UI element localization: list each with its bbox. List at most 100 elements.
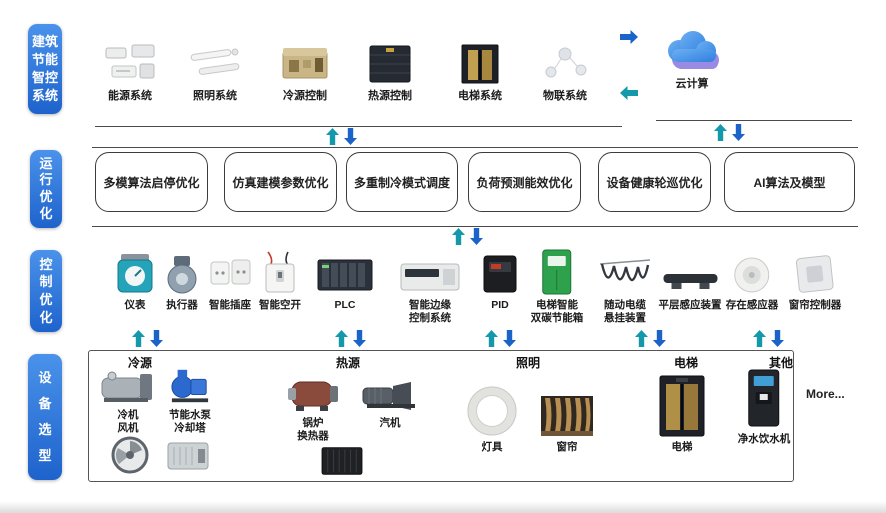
page-edge-shadow <box>0 501 886 513</box>
equipment-item-label: 窗帘 <box>556 441 578 453</box>
up-arrow-icon <box>485 330 498 347</box>
right-arrow-icon <box>620 30 638 44</box>
cooling-unit-icon <box>164 437 212 475</box>
flow-arrows <box>452 228 483 245</box>
system-item-energy: 能源系统 <box>102 34 158 104</box>
smart-socket-icon <box>207 246 253 296</box>
down-arrow-icon <box>771 330 784 347</box>
equipment-group-header-cooling: 冷源 <box>127 356 153 370</box>
control-item-curtain-controller: 窗帘控制器 <box>789 246 841 312</box>
system-item-elevator: 电梯系统 <box>452 34 508 104</box>
equipment-item-label: 净水饮水机 <box>737 433 791 445</box>
operation-box: 多模算法启停优化 <box>95 152 208 212</box>
equipment-item-elevator: 电梯 <box>656 374 708 454</box>
elevator-system-icon <box>452 34 508 86</box>
equipment-group-header-heating: 热源 <box>335 356 361 370</box>
system-item-label: 物联系统 <box>543 90 587 102</box>
control-item-energy-box: 电梯智能 双碳节能箱 <box>531 246 583 324</box>
control-item-label: 智能空开 <box>259 299 301 311</box>
control-item-label: PID <box>491 299 509 311</box>
system-item-heating: 热源控制 <box>362 34 418 104</box>
more-label: More... <box>806 387 845 401</box>
boiler-icon <box>286 374 340 414</box>
leveling-sensor-icon <box>661 246 719 296</box>
ring-lamp-icon <box>464 384 520 438</box>
equipment-item-label: 节能水泵 冷却塔 <box>169 409 211 434</box>
equipment-item-label: 冷机 风机 <box>117 409 139 434</box>
system-item-label: 照明系统 <box>193 90 237 102</box>
flow-arrows <box>485 330 516 347</box>
divider-line <box>95 126 622 127</box>
equipment-group-header-lighting: 照明 <box>515 356 541 370</box>
control-item-label: PLC <box>334 299 356 311</box>
up-arrow-icon <box>753 330 766 347</box>
control-item-label: 平层感应装置 <box>658 299 722 311</box>
system-item-label: 能源系统 <box>108 90 152 102</box>
lighting-system-icon <box>187 34 243 86</box>
control-item-presence: 存在感应器 <box>725 246 779 312</box>
chiller-icon <box>100 366 156 406</box>
flow-arrows <box>753 330 784 347</box>
down-arrow-icon <box>344 128 357 145</box>
divider-line <box>92 226 858 227</box>
up-arrow-icon <box>714 124 727 141</box>
control-item-leveling: 平层感应装置 <box>659 246 722 312</box>
control-item-breaker: 智能空开 <box>258 246 302 312</box>
meter-icon <box>115 246 155 296</box>
control-item-label: 存在感应器 <box>725 299 779 311</box>
equipment-group-header-elevator: 电梯 <box>673 356 699 370</box>
divider-line <box>92 147 858 148</box>
cloud-computing-item: 云计算 <box>659 26 725 92</box>
equipment-item-label: 锅炉 换热器 <box>297 417 329 442</box>
flow-arrows <box>635 330 666 347</box>
festoon-cable-icon <box>598 246 652 296</box>
equipment-item-boiler: 锅炉 换热器 <box>286 374 340 442</box>
control-item-socket: 智能插座 <box>207 246 253 312</box>
up-arrow-icon <box>132 330 145 347</box>
down-arrow-icon <box>503 330 516 347</box>
left-arrow-icon <box>620 86 638 100</box>
system-item-label: 电梯系统 <box>458 90 502 102</box>
cloud-icon <box>659 26 725 74</box>
control-item-cable: 随动电缆 悬挂装置 <box>598 246 652 324</box>
smart-breaker-icon <box>258 246 302 296</box>
curtain-icon <box>539 394 595 438</box>
iot-system-icon <box>537 34 593 86</box>
control-item-label: 仪表 <box>124 299 146 311</box>
equipment-item-label: 汽机 <box>379 417 401 429</box>
control-item-actuator: 执行器 <box>160 246 204 312</box>
row-label-systems: 建筑 节能 智控 系统 <box>28 24 62 114</box>
control-item-label: 智能插座 <box>209 299 251 311</box>
turbine-icon <box>359 378 421 414</box>
control-item-plc: PLC <box>316 246 374 312</box>
cloud-label: 云计算 <box>675 78 709 90</box>
presence-sensor-icon <box>731 246 773 296</box>
equipment-item-chiller: 冷机 风机 <box>100 366 156 434</box>
flow-arrows <box>714 124 745 141</box>
flow-arrows <box>335 330 366 347</box>
system-item-label: 热源控制 <box>368 90 412 102</box>
system-item-iot: 物联系统 <box>537 34 593 104</box>
up-arrow-icon <box>452 228 465 245</box>
operation-box: 负荷预测能效优化 <box>468 152 581 212</box>
equipment-item-label: 电梯 <box>671 441 693 453</box>
operation-box: 多重制冷模式调度 <box>346 152 458 212</box>
down-arrow-icon <box>732 124 745 141</box>
energy-system-icon <box>102 34 158 86</box>
actuator-icon <box>160 246 204 296</box>
heat-exchanger-icon <box>315 442 369 480</box>
equipment-item-heat-exchanger <box>315 442 369 480</box>
fan-icon <box>107 434 153 476</box>
row-label-equipment: 设 备 选 型 <box>28 354 62 480</box>
equipment-item-curtain: 窗帘 <box>539 394 595 454</box>
equipment-item-water-dispenser: 净水饮水机 <box>737 368 791 446</box>
system-item-cooling: 冷源控制 <box>277 34 333 104</box>
elevator-energy-box-icon <box>539 246 575 296</box>
down-arrow-icon <box>653 330 666 347</box>
equipment-item-turbine: 汽机 <box>359 378 421 430</box>
heating-control-icon <box>362 34 418 86</box>
water-dispenser-icon <box>743 368 785 430</box>
edge-control-icon <box>399 246 461 296</box>
control-item-edge: 智能边缘 控制系统 <box>399 246 461 324</box>
